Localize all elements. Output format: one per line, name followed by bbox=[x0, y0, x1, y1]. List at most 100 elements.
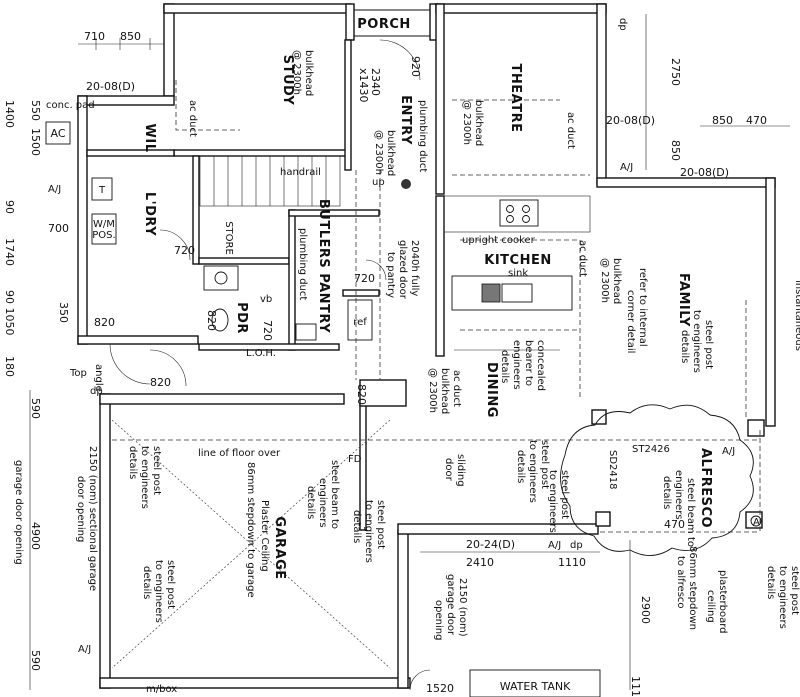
dim-470-b: 470 bbox=[664, 518, 685, 531]
concealed-2: bearer to bbox=[523, 340, 534, 386]
dining-steel-post-2: to engineers bbox=[527, 440, 538, 503]
ref-label: ref bbox=[353, 317, 367, 328]
top-label: Top bbox=[69, 368, 87, 379]
pantry-partition-wall bbox=[342, 289, 380, 297]
butlers-pantry-label: BUTLERS PANTRY bbox=[316, 199, 331, 333]
theatre-bulkhead-height: @ 2300h bbox=[461, 100, 472, 145]
pdr-label: PDR bbox=[234, 302, 249, 334]
theatre-east-wall bbox=[596, 3, 607, 185]
garage-steel-post-1: steel post bbox=[151, 446, 162, 495]
laundry-west-wall bbox=[77, 95, 88, 345]
refer-internal-2: corner detail bbox=[625, 290, 636, 353]
loh-label: L.O.H. bbox=[246, 348, 276, 359]
kitchen-label: KITCHEN bbox=[484, 253, 551, 268]
dim-720-a: 720 bbox=[174, 244, 195, 257]
dim-920: 920 bbox=[409, 56, 422, 77]
stairs-up: up bbox=[372, 177, 385, 188]
alfresco-steel-beam-2: engineers bbox=[673, 470, 684, 520]
garage-steel-beam-3: details bbox=[305, 486, 316, 519]
kitchen-bulkhead-height: @ 2300h bbox=[599, 258, 610, 303]
tub-label: T bbox=[98, 185, 106, 196]
kitchen-sink-drainer bbox=[501, 283, 533, 303]
family-north-wall bbox=[596, 177, 776, 188]
dining-steel-post-3: details bbox=[515, 450, 526, 483]
dimension-labels: 710 850 20-08(D) 20-08(D) 20-08(D) 550 1… bbox=[3, 30, 767, 697]
alfresco-post-se-3: details bbox=[765, 566, 776, 599]
garage-wall-steel-post-2: to engineers bbox=[363, 500, 374, 563]
aj-label-1: A/J bbox=[48, 184, 61, 195]
toilet bbox=[211, 308, 229, 332]
pos-label: POS. bbox=[92, 230, 115, 241]
concealed-1: concealed bbox=[535, 340, 546, 391]
wil-south-wall bbox=[86, 149, 175, 157]
pantry-plumbing-duct: plumbing duct bbox=[297, 228, 308, 300]
dim-720-c: 720 bbox=[354, 272, 375, 285]
stepdown-garage-label: 86mm stepdown to garage bbox=[245, 462, 256, 598]
dim-2750: 2750 bbox=[669, 58, 682, 86]
laundry-east-wall bbox=[192, 155, 200, 265]
pantry-basin bbox=[295, 323, 317, 341]
garage-wall-steel-post-3: details bbox=[351, 510, 362, 543]
room-labels: PORCH STUDY ENTRY THEATRE WIL L'DRY BUTL… bbox=[142, 17, 713, 580]
garage-door-opening-left: garage door opening bbox=[13, 460, 24, 565]
plaster-ceiling-label: Plaster Ceiling bbox=[259, 500, 270, 572]
instantaneous-label: instantaneous bbox=[793, 280, 800, 351]
study-bulkhead-line bbox=[175, 80, 240, 131]
family-east-wall bbox=[765, 177, 776, 427]
pdr-north-wall bbox=[198, 257, 290, 265]
pdr-south-wall bbox=[198, 343, 340, 351]
dim-820-d: 820 bbox=[355, 384, 368, 405]
study-east-wall bbox=[344, 39, 352, 171]
dim-90-1050: 90 1050 bbox=[3, 290, 16, 336]
dim-720-b: 720 bbox=[261, 320, 274, 341]
laundry-tub bbox=[91, 177, 113, 201]
sliding-door-2: door bbox=[443, 458, 454, 482]
dim-710: 710 bbox=[84, 30, 105, 43]
garage-door-swing bbox=[149, 349, 187, 387]
fridge-space bbox=[347, 299, 373, 341]
revision-cloud bbox=[560, 404, 754, 556]
sink-label: sink bbox=[508, 268, 528, 279]
line-of-floor-over-label: line of floor over bbox=[198, 448, 281, 459]
cooker-burner bbox=[522, 205, 530, 213]
st-label: ST2426 bbox=[632, 444, 670, 455]
dim-2008-a: 20-08(D) bbox=[86, 80, 135, 93]
angle-label: angle bbox=[93, 364, 104, 392]
dim-2024: 20-24(D) bbox=[466, 538, 515, 551]
water-tank bbox=[469, 669, 601, 697]
washing-machine bbox=[91, 213, 117, 245]
dimension-lines bbox=[29, 14, 790, 690]
conc-pad-label: conc. pad bbox=[46, 100, 95, 111]
stepdown-alfresco-2: to alfresco bbox=[675, 556, 686, 609]
porch-label: PORCH bbox=[357, 17, 411, 32]
pantry-north-wall bbox=[288, 209, 380, 217]
cooker-burner bbox=[506, 205, 514, 213]
alfresco-steel-beam-3: details bbox=[661, 476, 672, 509]
dim-1400: 1400 bbox=[3, 100, 16, 128]
detail-a-marker bbox=[750, 515, 762, 527]
alfresco-post-ne bbox=[747, 419, 765, 437]
aj-label-5: A/J bbox=[78, 644, 91, 655]
wil-label: WIL bbox=[142, 124, 157, 153]
dim-1740: 1740 bbox=[3, 238, 16, 266]
plasterboard-1: plasterboard bbox=[717, 570, 728, 634]
laundry-ext-door-swing bbox=[109, 343, 151, 385]
store-label: STORE bbox=[223, 221, 234, 255]
laundry-south-wall bbox=[77, 335, 199, 345]
kitchen-ac-duct: ac duct bbox=[577, 240, 588, 277]
concealed-4: details bbox=[499, 350, 510, 383]
sectional-door-note-2: door opening bbox=[75, 476, 86, 542]
dim-820-c: 820 bbox=[150, 376, 171, 389]
door-swings bbox=[109, 39, 431, 691]
entry-label: ENTRY bbox=[398, 95, 413, 145]
annotations: bulkhead @ 2300h ac duct 2340 x1430 bulk… bbox=[13, 18, 800, 695]
family-steel-post-1: steel post bbox=[703, 320, 714, 369]
fd-label: FD bbox=[348, 454, 362, 465]
alfresco-post-sw bbox=[595, 511, 611, 527]
dim-470-a: 470 bbox=[746, 114, 767, 127]
alfresco-post-nw bbox=[591, 409, 607, 425]
concealed-3: engineers bbox=[511, 340, 522, 390]
sd-label: SD2418 bbox=[607, 450, 618, 490]
garage-south-wall bbox=[99, 677, 411, 689]
